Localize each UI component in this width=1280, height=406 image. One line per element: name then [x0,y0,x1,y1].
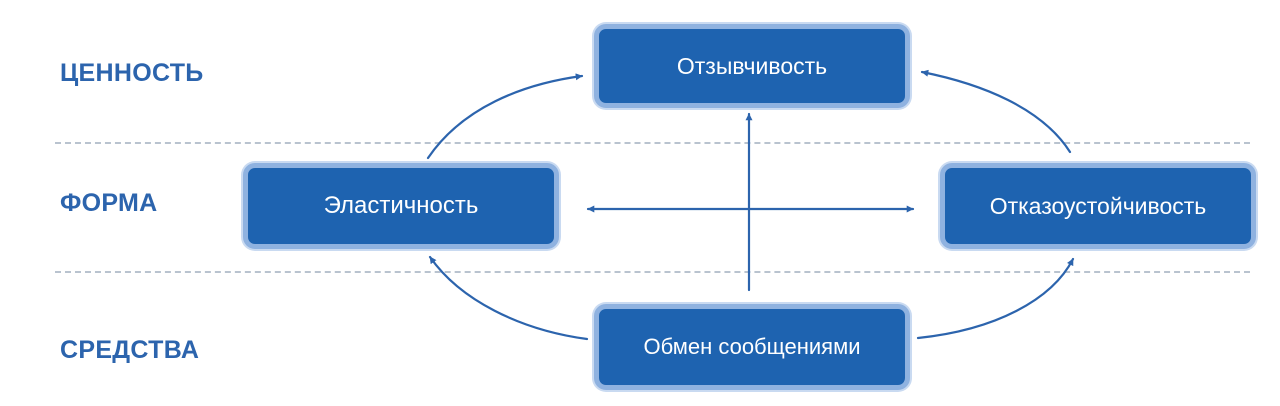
node-message-driven: Обмен сообщениями [594,304,910,390]
arrow-elastic-to-responsive [426,73,584,160]
divider-top [55,142,1250,144]
node-message-driven-label: Обмен сообщениями [643,334,861,359]
arrow-resilient-to-responsive [920,69,1072,154]
level-label-form: ФОРМА [60,189,158,217]
node-resilient: Отказоустойчивость [940,163,1256,249]
node-resilient-label: Отказоустойчивость [989,192,1207,219]
level-label-means: СРЕДСТВА [60,336,200,364]
node-responsive-label: Отзывчивость [676,52,828,79]
node-elastic: Эластичность [243,163,559,249]
arrow-message-to-elastic [428,255,589,341]
level-label-value: ЦЕННОСТЬ [60,59,204,87]
divider-bottom [55,271,1250,273]
arrow-message-to-resilient [916,257,1075,340]
node-responsive: Отзывчивость [594,24,910,108]
node-elastic-label: Эластичность [323,192,479,219]
